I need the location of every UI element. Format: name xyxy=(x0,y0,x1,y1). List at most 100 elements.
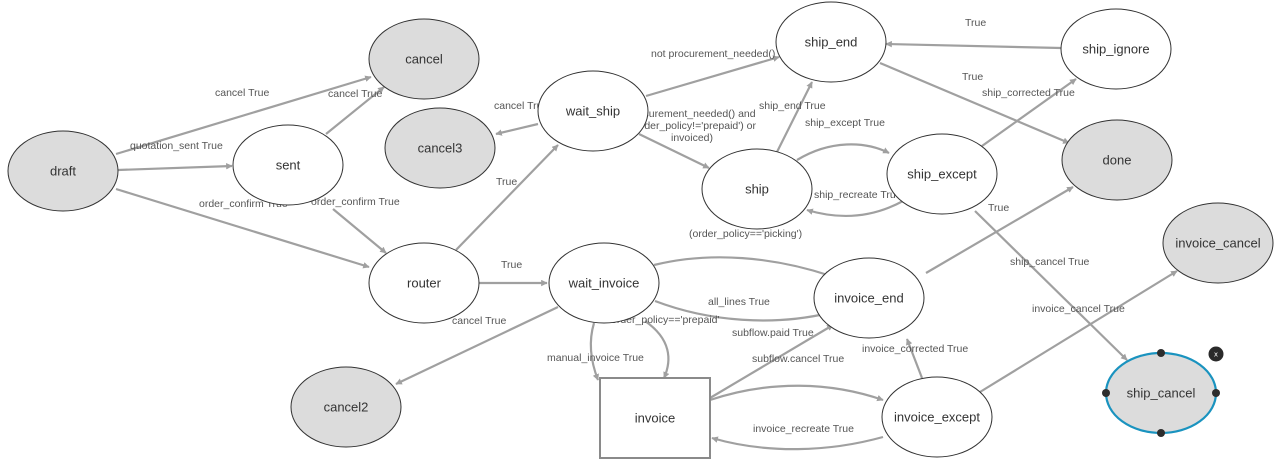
node-invoice-end[interactable]: invoice_end xyxy=(813,257,925,339)
node-cancel2[interactable]: cancel2 xyxy=(290,366,402,448)
edge-wait-invoice-to-invoice[interactable] xyxy=(644,320,670,379)
connection-handle-bottom[interactable] xyxy=(1157,429,1165,437)
edge-sent-to-router[interactable] xyxy=(332,208,387,254)
edge-label-invoice-except-to-invoice-cancel: invoice_cancel True xyxy=(1032,303,1125,315)
edge-label-wait-invoice-to-invoice-end: subflow.paid True xyxy=(732,327,814,339)
edge-label-ship-except-to-ship-ignore: ship_corrected True xyxy=(982,87,1075,99)
node-shape[interactable] xyxy=(813,257,925,339)
edge-label-router-to-wait-ship: True xyxy=(496,176,517,188)
edge-label-wait-ship-to-ship: procurement_needed() and xyxy=(628,108,755,120)
edge-label-ship-ignore-to-ship-end: True xyxy=(965,17,986,29)
edge-label-ship-except-to-ship-cancel: ship_cancel True xyxy=(1010,256,1090,268)
node-ship-end[interactable]: ship_end xyxy=(775,1,887,83)
node-shape[interactable] xyxy=(368,18,480,100)
node-wait-ship[interactable]: wait_ship xyxy=(537,70,649,152)
edge-wait-invoice-to-cancel2[interactable] xyxy=(395,306,559,385)
node-done[interactable]: done xyxy=(1061,119,1173,201)
node-shape[interactable] xyxy=(368,242,480,324)
node-shape[interactable] xyxy=(537,70,649,152)
delete-node-button[interactable]: x xyxy=(1208,346,1224,362)
node-label: ship_ignore xyxy=(1082,42,1149,57)
edge-wait-ship-to-cancel3[interactable] xyxy=(495,122,539,136)
node-label: ship xyxy=(745,182,769,197)
edge-wait-ship-to-ship[interactable] xyxy=(638,133,710,169)
node-shape[interactable] xyxy=(881,376,993,458)
edge-label-ship-end-to-done: True xyxy=(962,71,983,83)
edge-labels-layer: cancel True cancel True quotation_sent Tru… xyxy=(130,17,1125,435)
edge-ship-end-to-done[interactable] xyxy=(879,61,1070,145)
edge-ship-except-to-ship[interactable] xyxy=(806,200,904,217)
edge-router-to-wait-ship[interactable] xyxy=(455,144,559,251)
node-router[interactable]: router xyxy=(368,242,480,324)
node-shape[interactable] xyxy=(548,242,660,324)
node-invoice-except[interactable]: invoice_except xyxy=(881,376,993,458)
edge-draft-to-router[interactable] xyxy=(115,187,370,269)
edge-wait-invoice-to-invoice-end[interactable] xyxy=(654,299,830,322)
node-shape[interactable] xyxy=(1060,8,1172,90)
edge-invoice-to-invoice-end[interactable] xyxy=(709,324,834,399)
connection-handle-left[interactable] xyxy=(1102,389,1110,397)
node-ship-ignore[interactable]: ship_ignore xyxy=(1060,8,1172,90)
node-label: invoice_except xyxy=(894,410,980,425)
edge-invoice-except-to-invoice-end[interactable] xyxy=(905,338,924,379)
edge-label-wait-invoice-to-invoice-end: all_lines True xyxy=(708,296,770,308)
node-cancel3[interactable]: cancel3 xyxy=(384,107,496,189)
edge-ship-to-ship-except[interactable] xyxy=(796,143,890,161)
node-shape[interactable] xyxy=(775,1,887,83)
node-ship[interactable]: ship xyxy=(701,148,813,230)
edge-invoice-to-invoice-except[interactable] xyxy=(709,384,884,402)
edge-wait-ship-to-ship-end[interactable] xyxy=(645,55,780,98)
node-shape[interactable] xyxy=(1162,202,1274,284)
node-ship-cancel[interactable]: ship_cancel xyxy=(1104,351,1218,435)
node-draft[interactable]: draft xyxy=(7,130,119,212)
edge-label-wait-ship-to-ship: invoiced) xyxy=(671,132,713,144)
edge-sent-to-cancel[interactable] xyxy=(325,86,385,135)
edge-label-invoice-to-invoice-end: subflow.cancel True xyxy=(752,353,844,365)
edge-wait-invoice-to-invoice-end[interactable] xyxy=(653,256,832,278)
close-icon[interactable] xyxy=(1208,346,1224,362)
edge-ship-except-to-ship-ignore[interactable] xyxy=(981,78,1077,147)
edge-draft-to-cancel[interactable] xyxy=(115,75,372,156)
edge-ship-except-to-ship-cancel[interactable] xyxy=(974,210,1128,361)
node-invoice[interactable]: invoice xyxy=(599,377,711,459)
node-label: cancel3 xyxy=(418,141,463,156)
edge-label-draft-to-cancel: cancel True xyxy=(215,87,269,99)
node-sent[interactable]: sent xyxy=(232,124,344,206)
edge-wait-invoice-to-invoice[interactable] xyxy=(589,322,600,381)
edge-label-draft-to-sent: quotation_sent True xyxy=(130,140,223,152)
node-shape[interactable] xyxy=(701,148,813,230)
connection-handle-right[interactable] xyxy=(1212,389,1220,397)
connection-handle-top[interactable] xyxy=(1157,349,1165,357)
node-cancel[interactable]: cancel xyxy=(368,18,480,100)
edge-label-wait-invoice-to-invoice: order_policy=='prepaid' xyxy=(611,314,720,326)
node-shape[interactable] xyxy=(7,130,119,212)
edge-label-sent-to-router: order_confirm True xyxy=(311,196,400,208)
node-label: invoice xyxy=(635,411,675,426)
edge-invoice-end-to-done[interactable] xyxy=(925,186,1074,274)
edge-invoice-except-to-invoice[interactable] xyxy=(711,435,884,451)
edge-draft-to-sent[interactable] xyxy=(117,162,233,172)
node-shape[interactable] xyxy=(232,124,344,206)
node-shape[interactable] xyxy=(290,366,402,448)
node-shape[interactable] xyxy=(886,133,998,215)
node-invoice-cancel[interactable]: invoice_cancel xyxy=(1162,202,1274,284)
node-wait-invoice[interactable]: wait_invoice xyxy=(548,242,660,324)
node-label: router xyxy=(407,276,442,291)
node-shape[interactable] xyxy=(1061,119,1173,201)
edge-label-invoice-except-to-invoice: invoice_recreate True xyxy=(753,423,854,435)
edge-label-wait-ship-to-ship: ((order_policy!='prepaid') or xyxy=(628,120,757,132)
selection-layer: x xyxy=(1102,346,1224,437)
edge-label-ship-except-to-ship-cancel: True xyxy=(988,202,1009,214)
node-shape[interactable] xyxy=(599,377,711,459)
node-label: wait_ship xyxy=(565,104,620,119)
node-shape[interactable] xyxy=(384,107,496,189)
node-label: ship_cancel xyxy=(1127,386,1196,401)
node-label: ship_end xyxy=(805,35,858,50)
edge-ship-ignore-to-ship-end[interactable] xyxy=(885,40,1062,50)
edge-ship-to-ship-end[interactable] xyxy=(776,81,813,153)
node-ship-except[interactable]: ship_except xyxy=(886,133,998,215)
edge-invoice-except-to-invoice-cancel[interactable] xyxy=(979,270,1178,393)
close-label: x xyxy=(1214,351,1218,359)
node-label: invoice_end xyxy=(834,291,903,306)
